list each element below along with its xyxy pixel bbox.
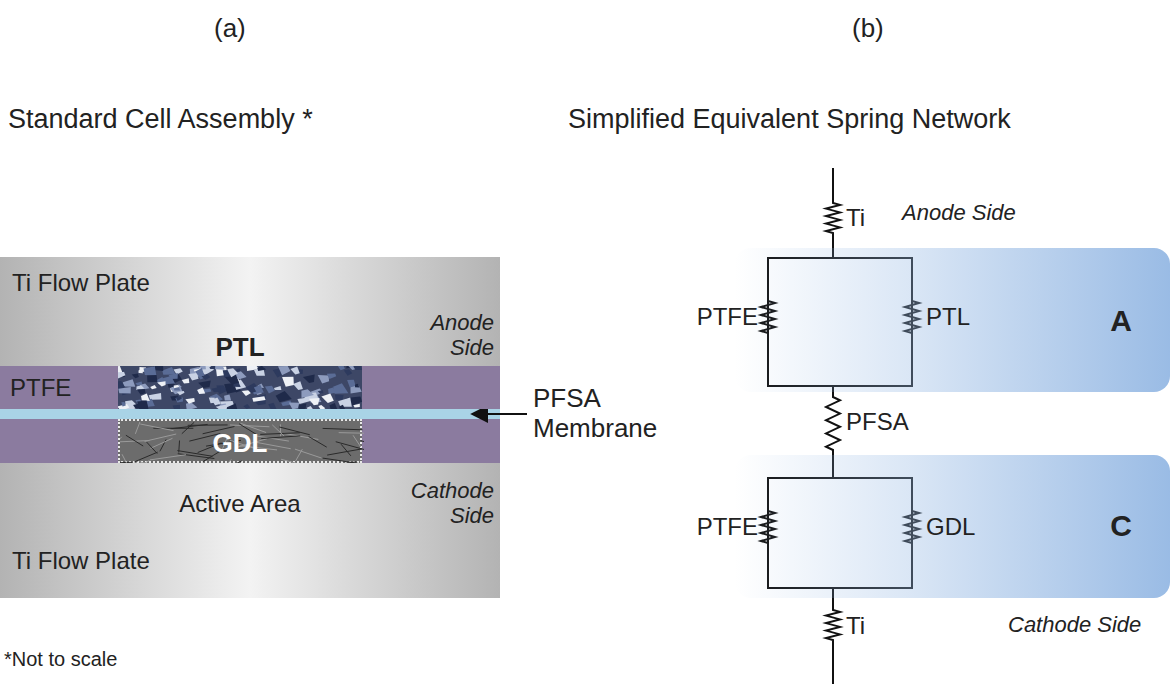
text-label: Anode Side xyxy=(428,310,494,361)
ptl-layer: PTL xyxy=(118,366,362,409)
node-label: A xyxy=(1110,304,1132,338)
text-label: Active Area xyxy=(130,490,350,518)
gdl-layer: GDL xyxy=(118,419,362,463)
wire xyxy=(832,645,834,684)
leader-arrow xyxy=(472,413,527,415)
text-label: PFSA xyxy=(846,408,909,436)
node-label: Ti Flow Plate xyxy=(12,547,150,575)
ptfe-gasket xyxy=(0,419,500,463)
text-label: Anode Side xyxy=(902,200,1016,225)
node-label: Ti Flow Plate xyxy=(12,269,150,297)
text-label: *Not to scale xyxy=(4,648,117,671)
text-label: Cathode Side xyxy=(400,478,494,529)
ptl-texture xyxy=(118,366,362,409)
spring-connector xyxy=(826,392,840,455)
wire xyxy=(832,168,834,198)
node-label: PTFE xyxy=(10,374,71,402)
pfsa-membrane xyxy=(0,409,500,419)
node-label: GDL xyxy=(120,428,360,459)
text-label: (a) xyxy=(214,14,246,44)
text-label: (b) xyxy=(852,14,884,44)
text-label: Ti xyxy=(846,204,865,232)
node-label: C xyxy=(1110,509,1132,543)
text-label: PTFE xyxy=(660,303,758,331)
text-label: Simplified Equivalent Spring Network xyxy=(568,104,1011,135)
text-label: PTFE xyxy=(660,513,758,541)
spring-symbol xyxy=(826,605,840,645)
text-label: PTL xyxy=(926,303,970,331)
text-label: GDL xyxy=(926,513,975,541)
text-label: Cathode Side xyxy=(1008,612,1141,637)
spring-symbol xyxy=(826,198,840,238)
spring-network xyxy=(761,168,919,684)
text-label: Standard Cell Assembly * xyxy=(8,104,313,135)
text-label: Ti xyxy=(846,612,865,640)
node-label: PTL xyxy=(118,332,362,363)
cell-ground xyxy=(0,257,500,598)
text-label: PFSA Membrane xyxy=(533,384,683,444)
